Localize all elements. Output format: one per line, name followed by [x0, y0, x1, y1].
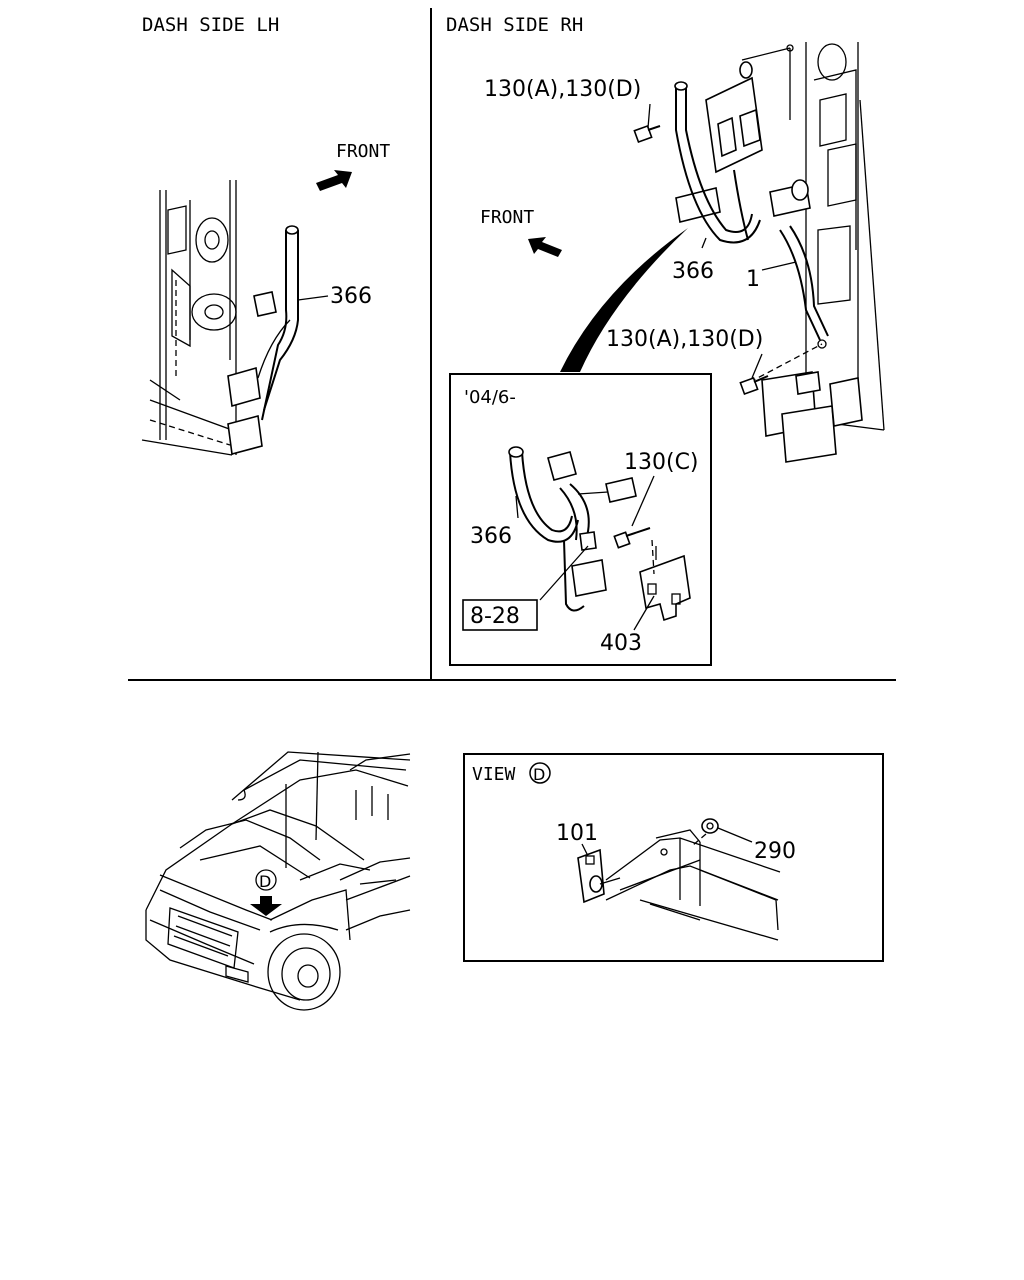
callout-366-rh: 366: [672, 259, 714, 284]
view-d-marker: D: [533, 765, 545, 784]
bolt-130-lower: [739, 353, 769, 396]
callout-101: 101: [556, 821, 598, 846]
harness-366-lh: [227, 225, 329, 456]
lh-dash-panel-structure: [141, 180, 237, 456]
inset-title: '04/6-: [464, 387, 516, 408]
view-d-structure: [605, 829, 781, 941]
bracket-403: [633, 539, 691, 631]
panel-dividers: [128, 8, 896, 681]
view-d-title: VIEW: [472, 764, 516, 785]
harness-366-inset: [508, 446, 637, 612]
bolt-130-upper: [633, 103, 661, 144]
callout-130ad-upper: 130(A),130(D): [484, 77, 641, 102]
nut-290: [691, 818, 753, 847]
dash-rh-front-label: FRONT: [480, 207, 534, 228]
bolt-130c: [613, 475, 655, 549]
dash-side-lh-panel: DASH SIDE LH FRONT: [141, 14, 390, 456]
rh-lower-connectors: [749, 339, 863, 463]
dash-lh-title: DASH SIDE LH: [142, 14, 279, 36]
callout-366-inset: 366: [470, 524, 512, 549]
vehicle-view-marker: D: [259, 872, 271, 891]
view-d-circle-icon: [529, 762, 551, 784]
callout-290: 290: [754, 839, 796, 864]
view-d-arrow-icon: [250, 896, 282, 916]
inset-04-6-panel: '04/6- 130(: [449, 373, 712, 666]
harness-366-rh: [674, 81, 829, 341]
zoom-pointer: [560, 228, 688, 372]
callout-130ad-lower: 130(A),130(D): [606, 327, 763, 352]
bracket-101: [577, 843, 621, 904]
callout-8-28: 8-28: [470, 604, 520, 629]
dash-side-rh-panel: DASH SIDE RH FRONT: [446, 14, 885, 463]
front-arrow-icon-rh: [528, 237, 562, 257]
front-arrow-icon: [316, 170, 352, 191]
vehicle-illustration: D: [145, 751, 411, 1011]
callout-1-rh: 1: [746, 267, 760, 292]
reference-box-8-28: [462, 599, 538, 631]
callout-403: 403: [600, 631, 642, 656]
rh-relay-bracket: [675, 44, 811, 223]
dash-rh-title: DASH SIDE RH: [446, 14, 583, 36]
callout-130c: 130(C): [624, 450, 699, 475]
callout-366-lh: 366: [330, 284, 372, 309]
rh-dash-pillar: [789, 42, 885, 431]
dash-lh-front-label: FRONT: [336, 141, 390, 162]
view-d-panel: VIEW D 101 290: [463, 753, 884, 962]
